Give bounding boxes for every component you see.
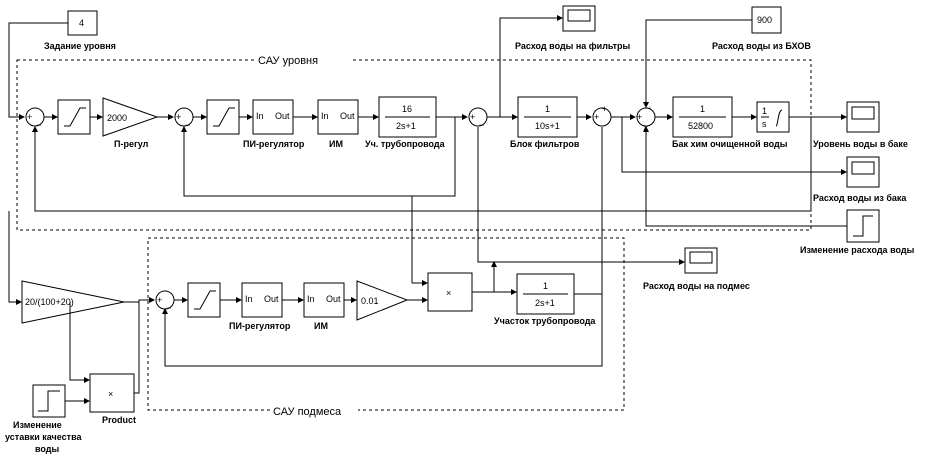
- svg-text:In: In: [245, 294, 253, 304]
- svg-text:−: −: [185, 120, 190, 130]
- scope-filter-flow-label: Расход воды на фильтры: [515, 41, 631, 51]
- scope-tank-outflow-label: Расход воды из бака: [813, 193, 907, 203]
- svg-text:−: −: [36, 120, 41, 130]
- svg-text:s: s: [762, 119, 767, 129]
- pi-controller-2-label: ПИ-регулятор: [229, 321, 291, 331]
- svg-text:+: +: [157, 295, 162, 305]
- svg-text:In: In: [307, 294, 315, 304]
- actuator-1-label: ИМ: [329, 139, 343, 149]
- svg-text:+: +: [637, 112, 642, 122]
- gain-0-01[interactable]: [356, 280, 409, 321]
- tf-pipe-section-1-label: Уч. трубопровода: [365, 139, 446, 149]
- svg-text:2s+1: 2s+1: [535, 298, 555, 308]
- svg-text:0.01: 0.01: [361, 296, 379, 306]
- svg-text:52800: 52800: [688, 121, 713, 131]
- svg-text:1: 1: [543, 281, 548, 291]
- quality-label-line-3: воды: [35, 444, 60, 454]
- bhov-label: Расход воды из БХОВ: [712, 41, 811, 51]
- ratio-gain[interactable]: [21, 280, 125, 324]
- svg-text:2000: 2000: [107, 113, 127, 123]
- svg-text:16: 16: [402, 104, 412, 114]
- saturation-1[interactable]: [57, 99, 91, 135]
- svg-text:Out: Out: [340, 111, 355, 121]
- svg-text:4: 4: [79, 18, 84, 28]
- svg-text:20/(100+20): 20/(100+20): [25, 297, 74, 307]
- tf-pipe-section-2-label: Участок трубопровода: [494, 316, 596, 326]
- quality-label-line-2: уставки качества: [5, 432, 82, 442]
- svg-text:+: +: [602, 104, 607, 114]
- svg-text:Out: Out: [326, 294, 341, 304]
- setpoint-label: Задание уровня: [44, 41, 116, 51]
- p-controller-label: П-регул: [114, 139, 149, 149]
- p-controller-gain[interactable]: [102, 97, 159, 137]
- level-group-title: САУ уровня: [258, 55, 318, 67]
- pi-controller-2[interactable]: [241, 282, 283, 318]
- mix-group-title: САУ подмеса: [273, 406, 342, 418]
- tf-filter-block-label: Блок фильтров: [510, 139, 580, 149]
- actuator-2-label: ИМ: [314, 321, 328, 331]
- svg-text:+: +: [27, 112, 32, 122]
- step-outflow-change-label: Изменение расхода воды: [800, 245, 915, 255]
- svg-text:10s+1: 10s+1: [535, 121, 560, 131]
- tf-tank-label: Бак хим очищенной воды: [672, 139, 788, 149]
- multiplier-mix[interactable]: [427, 272, 473, 312]
- step-quality-setpoint[interactable]: [32, 384, 66, 418]
- svg-text:−: −: [166, 303, 171, 313]
- scope-tank-level-label: Уровень воды в баке: [813, 139, 908, 149]
- svg-text:+: +: [176, 112, 181, 122]
- svg-text:×: ×: [108, 389, 113, 399]
- svg-text:−: −: [646, 103, 651, 113]
- pi-controller-1-label: ПИ-регулятор: [243, 139, 305, 149]
- svg-text:−: −: [479, 120, 484, 130]
- svg-text:1: 1: [762, 106, 767, 116]
- svg-text:Out: Out: [275, 111, 290, 121]
- saturation-2[interactable]: [206, 99, 240, 135]
- svg-text:×: ×: [446, 288, 451, 298]
- svg-text:1: 1: [700, 104, 705, 114]
- saturation-3[interactable]: [187, 282, 221, 318]
- svg-text:Out: Out: [264, 294, 279, 304]
- svg-text:2s+1: 2s+1: [396, 121, 416, 131]
- svg-text:In: In: [321, 111, 329, 121]
- svg-text:900: 900: [757, 15, 772, 25]
- svg-text:1: 1: [545, 104, 550, 114]
- setpoint-constant[interactable]: [67, 10, 98, 36]
- scope-mix-flow-label: Расход воды на подмес: [643, 281, 750, 291]
- svg-text:In: In: [256, 111, 264, 121]
- quality-label-line-1: Изменение: [13, 420, 62, 430]
- signal-lines: [8, 15, 847, 404]
- product-label: Product: [102, 415, 136, 425]
- svg-text:+: +: [470, 112, 475, 122]
- svg-text:+: +: [594, 112, 599, 122]
